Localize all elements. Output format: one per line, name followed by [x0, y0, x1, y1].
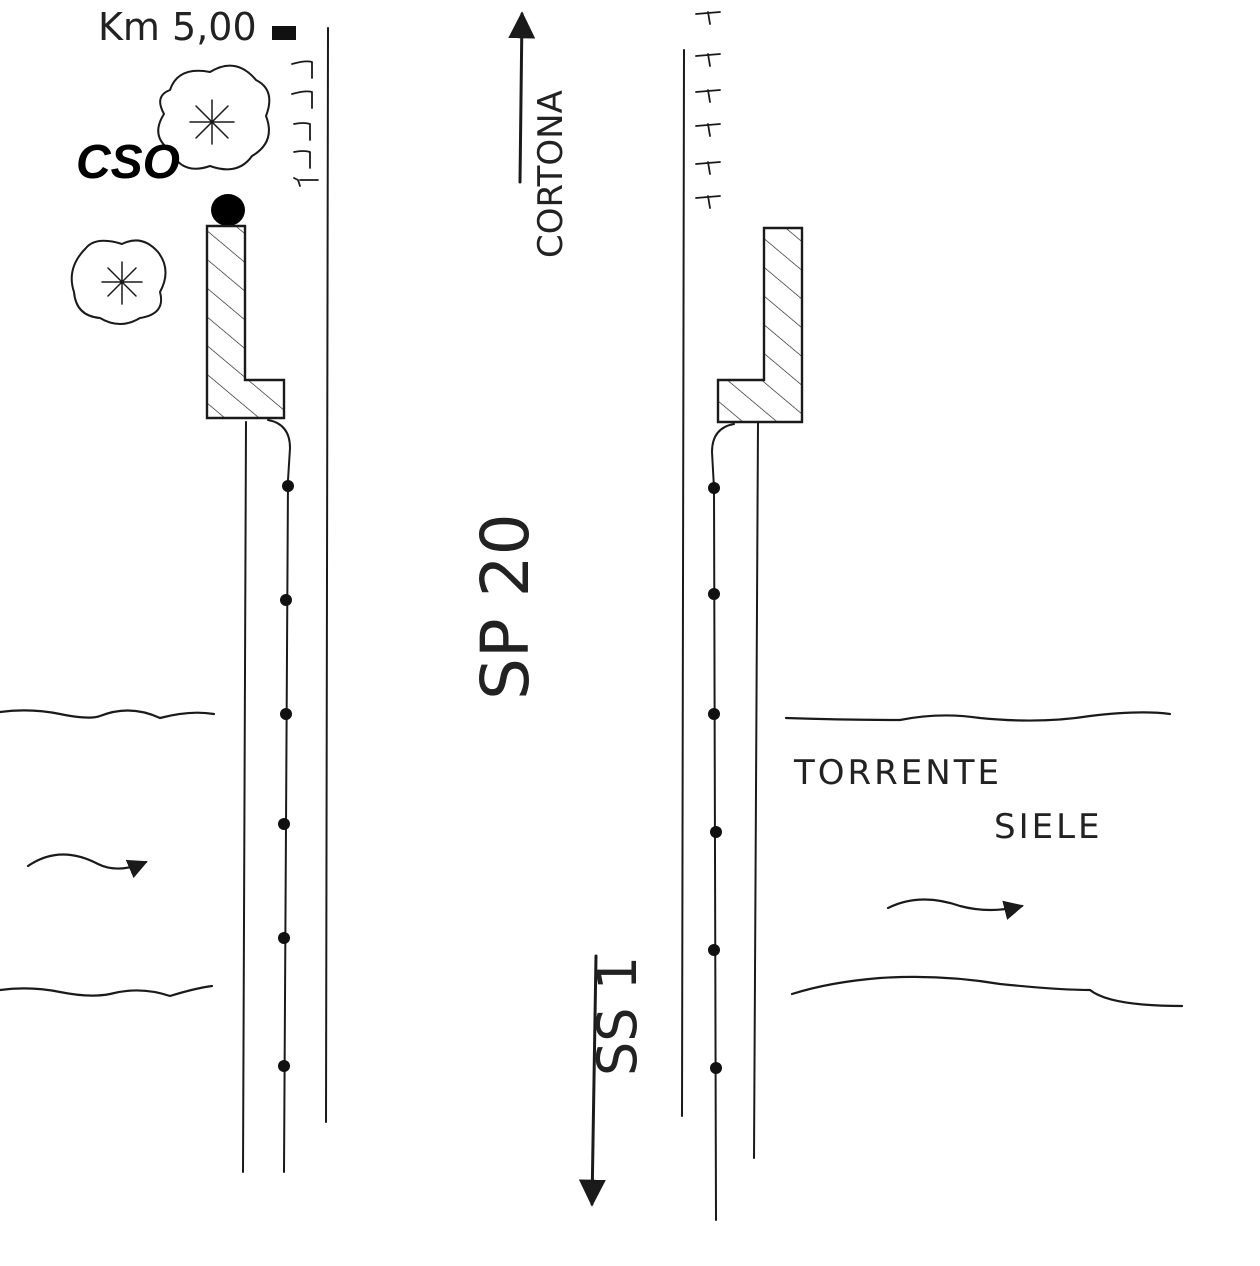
right-guardrail-ticks — [695, 11, 721, 209]
right-road-edge-outer — [753, 421, 759, 1159]
cso-label: CSO — [76, 136, 180, 189]
cso-point-marker — [211, 194, 245, 226]
river-bank-right-top — [784, 711, 1172, 722]
left-fence — [267, 419, 294, 1173]
road-label: SP 20 — [467, 513, 544, 700]
river-flow-arrow-right — [886, 898, 1024, 920]
left-guardrail-ticks — [291, 60, 319, 187]
ss1-arrow — [578, 954, 606, 1207]
right-road-edge-inner — [681, 49, 685, 1117]
right-wall-abutment — [716, 226, 804, 424]
km-marker-post — [272, 26, 296, 40]
tree-mid-left — [70, 239, 167, 325]
river-bank-left-bottom — [0, 984, 214, 998]
left-wall-abutment — [205, 224, 286, 420]
river-bank-right-bottom — [790, 975, 1184, 1008]
left-road-edge-inner — [325, 27, 329, 1123]
km-marker-label: Km 5,00 — [98, 5, 257, 49]
river-flow-arrow-left — [26, 853, 148, 879]
right-fence — [708, 423, 735, 1221]
ss1-label: SS 1 — [586, 956, 649, 1076]
left-road-edge-outer — [242, 421, 247, 1173]
river-name-line2: SIELE — [994, 807, 1103, 847]
tree-top-left — [157, 64, 271, 171]
river-bank-left-top — [0, 709, 216, 720]
river-name-line1: TORRENTE — [793, 753, 1002, 793]
cortona-arrow — [508, 11, 536, 184]
cortona-label: CORTONA — [531, 90, 571, 258]
